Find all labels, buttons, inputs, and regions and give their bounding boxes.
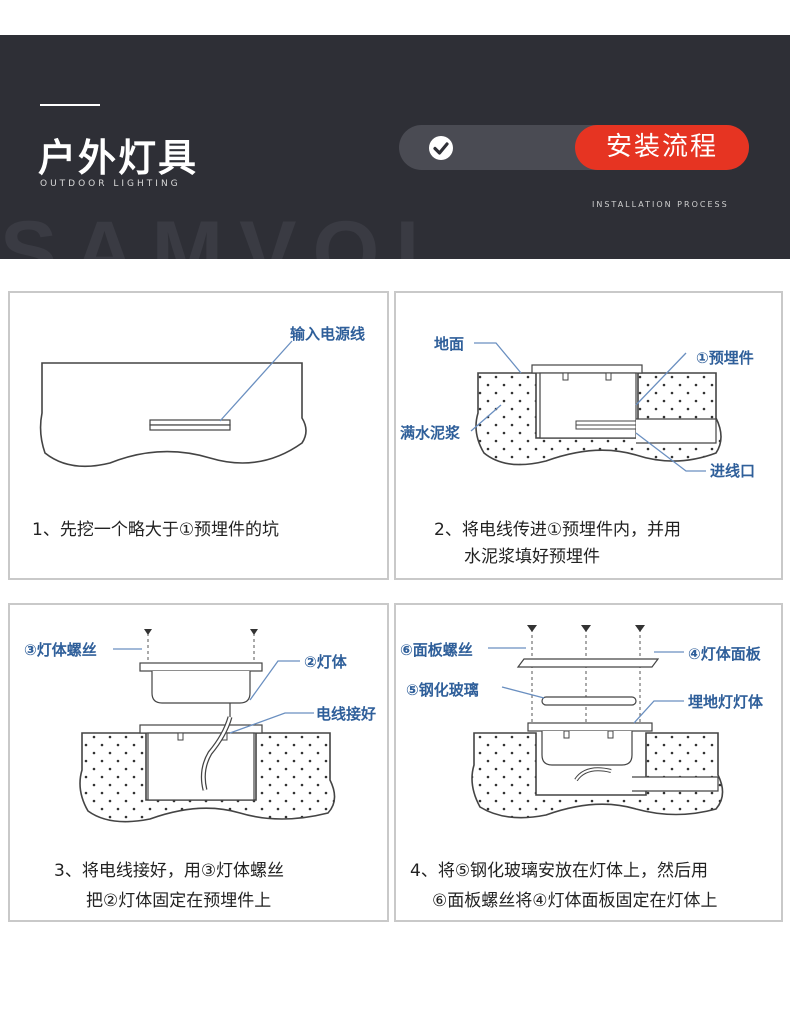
step-1-diagram [39,340,307,468]
step-2-diagram [470,342,722,472]
step-3-diagram [79,629,336,823]
section-badge: 安装流程 [399,125,749,170]
section-badge-label: 安装流程 [575,125,749,170]
header-banner: SAMVOL 户外灯具 OUTDOOR LIGHTING 安装流程 INSTAL… [0,35,790,259]
step-4-caption-line-2: ⑥面板螺丝将④灯体面板固定在灯体上 [432,891,718,911]
step-4-panel: ⑥面板螺丝 ④灯体面板 ⑤钢化玻璃 埋地灯灯体 4、将⑤钢化玻璃安放在灯体上，然… [394,603,783,922]
step-2-panel: 地面 ①预埋件 满水泥浆 进线口 2、将电线传进①预埋件内，并用 水泥浆填好预埋… [394,291,783,580]
step-2-caption-line-2: 水泥浆填好预埋件 [464,547,600,567]
title-accent-line [40,104,100,106]
label-embedded-part: ①预埋件 [696,349,754,367]
label-lamp-panel: ④灯体面板 [688,645,761,663]
check-icon [429,136,453,160]
label-power-cable: 输入电源线 [290,325,366,343]
step-4-caption-line-1: 4、将⑤钢化玻璃安放在灯体上，然后用 [410,861,709,881]
step-3-panel: ③灯体螺丝 ②灯体 电线接好 3、将电线接好，用③灯体螺丝 把②灯体固定在预埋件… [8,603,389,922]
label-cable-inlet: 进线口 [710,462,756,480]
label-tempered-glass: ⑤钢化玻璃 [406,681,479,699]
step-3-caption-line-1: 3、将电线接好，用③灯体螺丝 [54,861,285,881]
process-label: INSTALLATION PROCESS [592,200,729,209]
step-1-caption: 1、先挖一个略大于①预埋件的坑 [32,520,280,540]
label-lamp-body: ②灯体 [304,653,347,671]
label-inground-body: 埋地灯灯体 [688,693,764,711]
label-panel-screws: ⑥面板螺丝 [400,641,473,659]
step-3-caption-line-2: 把②灯体固定在预埋件上 [86,891,272,911]
step-4-diagram [471,625,724,819]
label-wiring: 电线接好 [316,705,377,723]
brand-watermark: SAMVOL [0,204,464,259]
label-ground: 地面 [434,335,465,353]
page-subtitle: OUTDOOR LIGHTING [40,179,181,189]
page-title: 户外灯具 [38,136,199,180]
label-mortar: 满水泥浆 [400,424,461,442]
step-2-caption-line-1: 2、将电线传进①预埋件内，并用 [434,520,682,540]
step-1-panel: 输入电源线 1、先挖一个略大于①预埋件的坑 [8,291,389,580]
label-body-screws: ③灯体螺丝 [24,641,97,659]
